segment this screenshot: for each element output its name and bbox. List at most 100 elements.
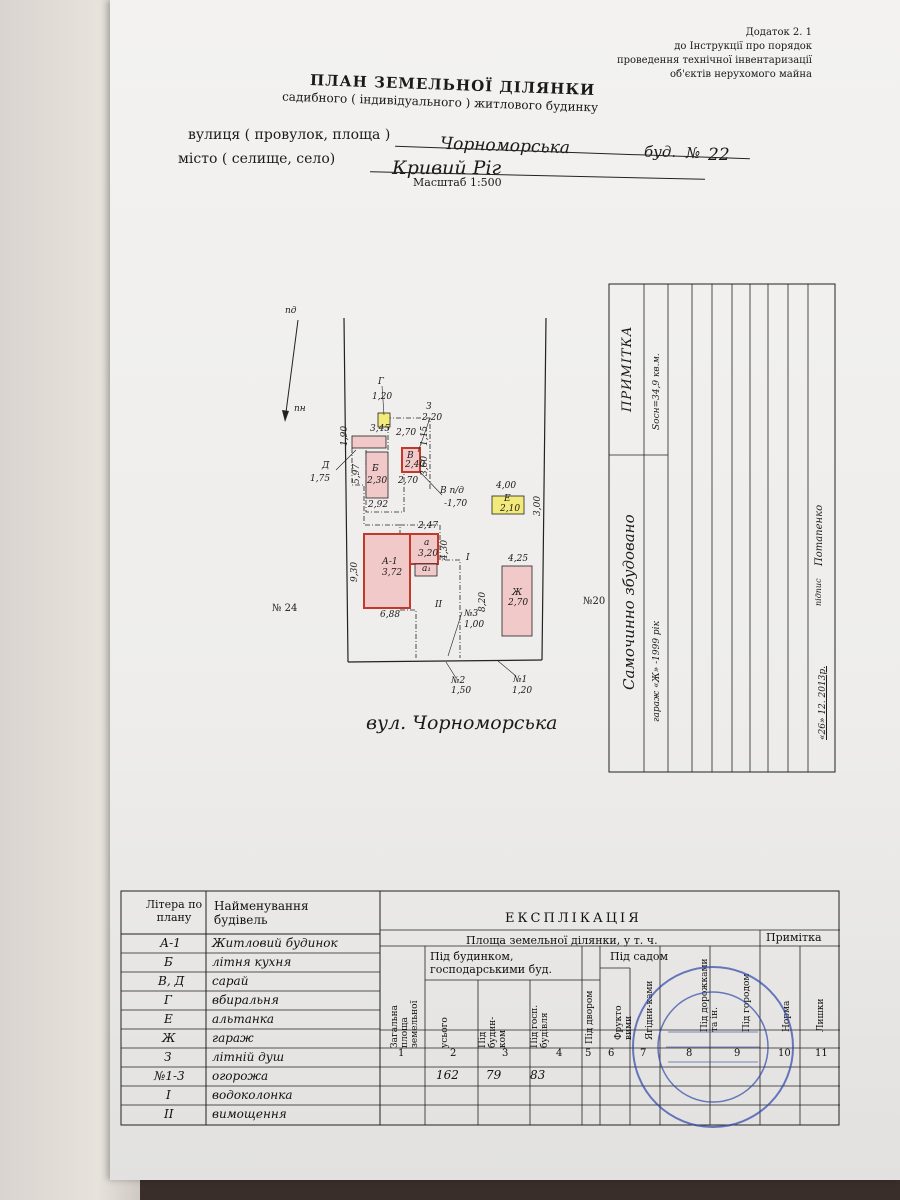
- label-d: Д: [322, 461, 330, 471]
- row-letter: З: [164, 1050, 172, 1064]
- note-line: Додаток 2. 1: [745, 27, 812, 38]
- row-letter: Г: [164, 993, 172, 1007]
- col-number: 4: [556, 1048, 563, 1059]
- col-number: 5: [585, 1048, 592, 1059]
- stamp: [632, 966, 794, 1128]
- city-value: Кривий Ріг: [392, 157, 502, 179]
- note-line: проведення технічної інвентаризації: [616, 55, 812, 66]
- col-header-outbuilding: Під госп. будівля: [530, 1004, 550, 1048]
- value-outbuilding: 83: [530, 1068, 546, 1082]
- col-number: 6: [608, 1048, 615, 1059]
- label-z: З: [426, 402, 432, 412]
- col-header-yard: Під двором: [585, 990, 595, 1044]
- label-v: В: [407, 451, 414, 461]
- building-a-small: [414, 563, 438, 577]
- row-name: літній душ: [212, 1050, 285, 1064]
- col-number: 9: [734, 1048, 741, 1059]
- value-house: 79: [486, 1068, 502, 1082]
- building-e: [491, 495, 525, 515]
- label-a-1: а₁: [422, 564, 431, 574]
- stamp-outer-ring: [632, 966, 794, 1128]
- under-garden-header: Під садом: [610, 950, 669, 963]
- row-letter: А-1: [160, 936, 181, 950]
- yard-dashed-2: [400, 524, 461, 658]
- dim-930: 9,30: [350, 561, 360, 582]
- leader-n2: [445, 661, 457, 679]
- table-frame: [120, 890, 840, 1126]
- remarks-built: Самочинно збудовано: [620, 514, 638, 690]
- note-header: Примітка: [766, 931, 822, 944]
- label-b: Б: [372, 464, 379, 474]
- building-zh: [501, 565, 533, 637]
- row-letter: В, Д: [158, 974, 185, 988]
- remarks-frame: [608, 283, 836, 773]
- site-plan: [282, 317, 547, 679]
- label-a: а: [424, 538, 430, 548]
- yard-dashed-3: [365, 440, 405, 513]
- remarks-title: ПРИМІТКА: [620, 325, 635, 412]
- row-letter: І: [166, 1088, 171, 1102]
- explication-title: ЕКСПЛІКАЦІЯ: [505, 911, 642, 926]
- row-letter: Е: [164, 1012, 173, 1026]
- leader-d: [335, 449, 357, 471]
- col-header-all: усього: [440, 1017, 450, 1048]
- row-name: сарай: [212, 974, 249, 988]
- house-value: 22: [708, 145, 730, 165]
- north-pd-label: пд: [285, 306, 297, 316]
- remarks-box: [608, 283, 836, 773]
- label-n1: №1: [513, 675, 528, 685]
- dim-360: 3,60: [420, 455, 430, 476]
- dim-345: 3,45: [370, 424, 391, 434]
- label-a1: А-1: [382, 557, 398, 567]
- row-letter: Ж: [162, 1031, 176, 1045]
- yard-dashed: [351, 448, 417, 658]
- city-label: місто ( селище, село): [178, 151, 336, 167]
- row-name: вимощення: [212, 1107, 287, 1121]
- label-a1-area: 3,72: [382, 568, 403, 578]
- label-g-area: 1,20: [372, 392, 393, 402]
- remarks-date: «26» 12. 2013р.: [818, 665, 828, 740]
- boundary-right: [541, 317, 547, 661]
- dim-270b: 2,70: [398, 476, 419, 486]
- dim-430: 4,30: [440, 539, 450, 560]
- leader-z: [417, 417, 431, 453]
- row-letter: ІІ: [164, 1107, 174, 1121]
- row-name: Житловий будинок: [212, 936, 338, 950]
- street-label: вулиця ( провулок, площа ): [188, 127, 391, 143]
- row-name: альтанка: [212, 1012, 275, 1026]
- dim-247: 2,47: [418, 521, 439, 531]
- col-header-house: Під будин-ком: [478, 1016, 508, 1048]
- building-d: [351, 435, 387, 449]
- appendix-note: Додаток 2. 1 до Інструкції про порядок п…: [600, 26, 812, 82]
- col-name-header: Найменування будівель: [214, 899, 309, 927]
- col-number: 11: [815, 1048, 828, 1059]
- dim-820: 8,20: [478, 591, 488, 612]
- row-name: літня кухня: [212, 955, 292, 969]
- leader-vpd: [419, 471, 443, 496]
- boundary-left: [343, 317, 349, 663]
- leader-n1: [497, 660, 517, 677]
- row-name: огорожа: [212, 1069, 269, 1083]
- dim-688: 6,88: [380, 610, 401, 620]
- label-n3-value: 1,00: [464, 620, 485, 630]
- stamp-inner-ring: [657, 991, 769, 1103]
- label-g: Г: [378, 377, 384, 387]
- label-zh: Ж: [512, 588, 523, 598]
- dim-270a: 2,70: [396, 428, 417, 438]
- row-letter: Б: [164, 955, 173, 969]
- neighbor-right: №20: [583, 596, 606, 607]
- leader-n3: [447, 611, 463, 657]
- col-header-excess: Лишки: [816, 998, 826, 1033]
- row-name: водоколонка: [212, 1088, 293, 1102]
- label-e: Е: [504, 494, 511, 504]
- leader-g: [381, 385, 385, 416]
- under-buildings-header: Під будинком, господарськими буд.: [430, 950, 552, 976]
- neighbor-left: № 24: [272, 603, 298, 614]
- label-n3: №3: [464, 609, 479, 619]
- building-v: [401, 447, 421, 473]
- boundary-bottom: [347, 659, 543, 663]
- building-b: [365, 451, 389, 499]
- north-pn-label: пн: [294, 404, 306, 414]
- note-line: до Інструкції про порядок: [674, 41, 812, 52]
- label-zh-area: 2,70: [508, 598, 529, 608]
